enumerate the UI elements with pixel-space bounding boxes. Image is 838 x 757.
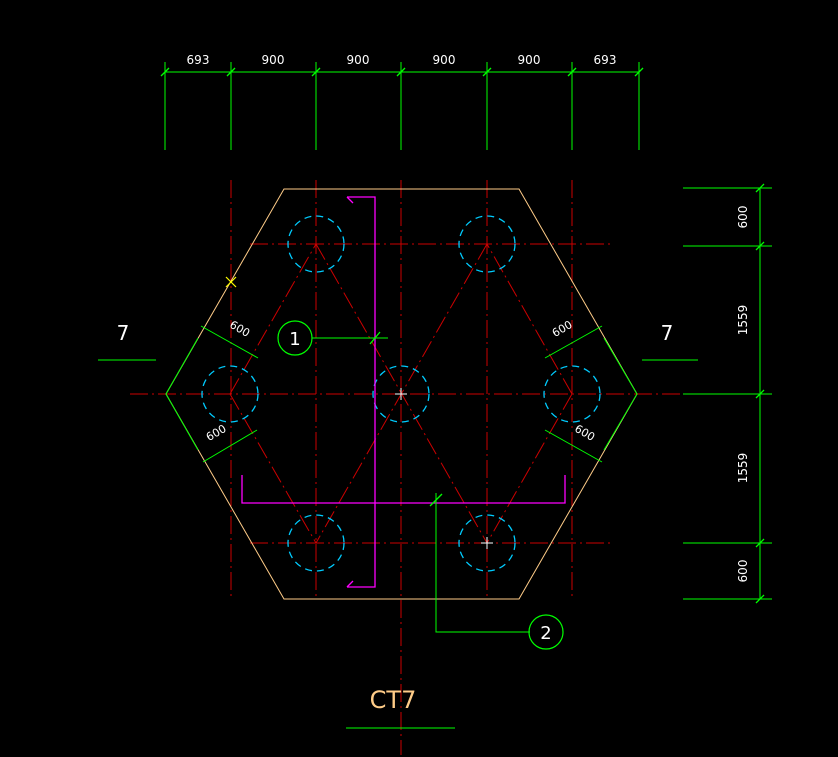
drawing-title: CT7: [370, 686, 417, 714]
section-labels: 7 7: [117, 321, 674, 345]
rebar-2: [241, 475, 566, 504]
right-cut-edge: [603, 337, 638, 451]
callout-2: 2: [429, 493, 564, 650]
axis-diag-3: [486, 243, 573, 395]
piles: [201, 215, 601, 572]
callout-1-label: 1: [289, 329, 300, 350]
crosshairs: [395, 388, 493, 549]
right-dim-2: 1559: [736, 305, 750, 336]
cut-edges: [165, 337, 638, 451]
section-label-left: 7: [117, 321, 130, 345]
pile-top-right: [458, 215, 516, 273]
section-label-right: 7: [661, 321, 674, 345]
top-dim-3: 900: [347, 53, 370, 67]
callout-1-circle: [277, 320, 313, 356]
right-dim-3: 1559: [736, 453, 750, 484]
diagonal-dimensions: [200, 325, 603, 463]
right-dimension-chain: [683, 183, 772, 604]
callout-1: 1: [277, 320, 388, 356]
pile-center: [372, 365, 430, 423]
top-dim-4: 900: [433, 53, 456, 67]
pile-right: [543, 365, 601, 423]
axis-diag-2: [229, 393, 317, 544]
rebar-1: [347, 196, 376, 588]
callout-2-label: 2: [540, 623, 551, 644]
top-dimension-chain: [160, 62, 644, 150]
right-dimension-labels: 600 1559 1559 600: [736, 206, 750, 583]
right-dim-4: 600: [736, 560, 750, 583]
top-dim-6: 693: [594, 53, 617, 67]
top-dimension-labels: 693 900 900 900 900 693: [187, 53, 617, 67]
axis-diag-1: [229, 243, 317, 395]
top-dim-5: 900: [518, 53, 541, 67]
x-marker-icon: [225, 276, 237, 288]
pile-left: [201, 365, 259, 423]
pile-top-left: [287, 215, 345, 273]
pile-bottom-left: [287, 514, 345, 572]
left-cut-edge: [165, 337, 199, 451]
pile-bottom-right: [458, 514, 516, 572]
top-dim-1: 693: [187, 53, 210, 67]
right-dim-1: 600: [736, 206, 750, 229]
top-dim-2: 900: [262, 53, 285, 67]
rebar: [241, 196, 566, 588]
callout-2-circle: [528, 614, 564, 650]
